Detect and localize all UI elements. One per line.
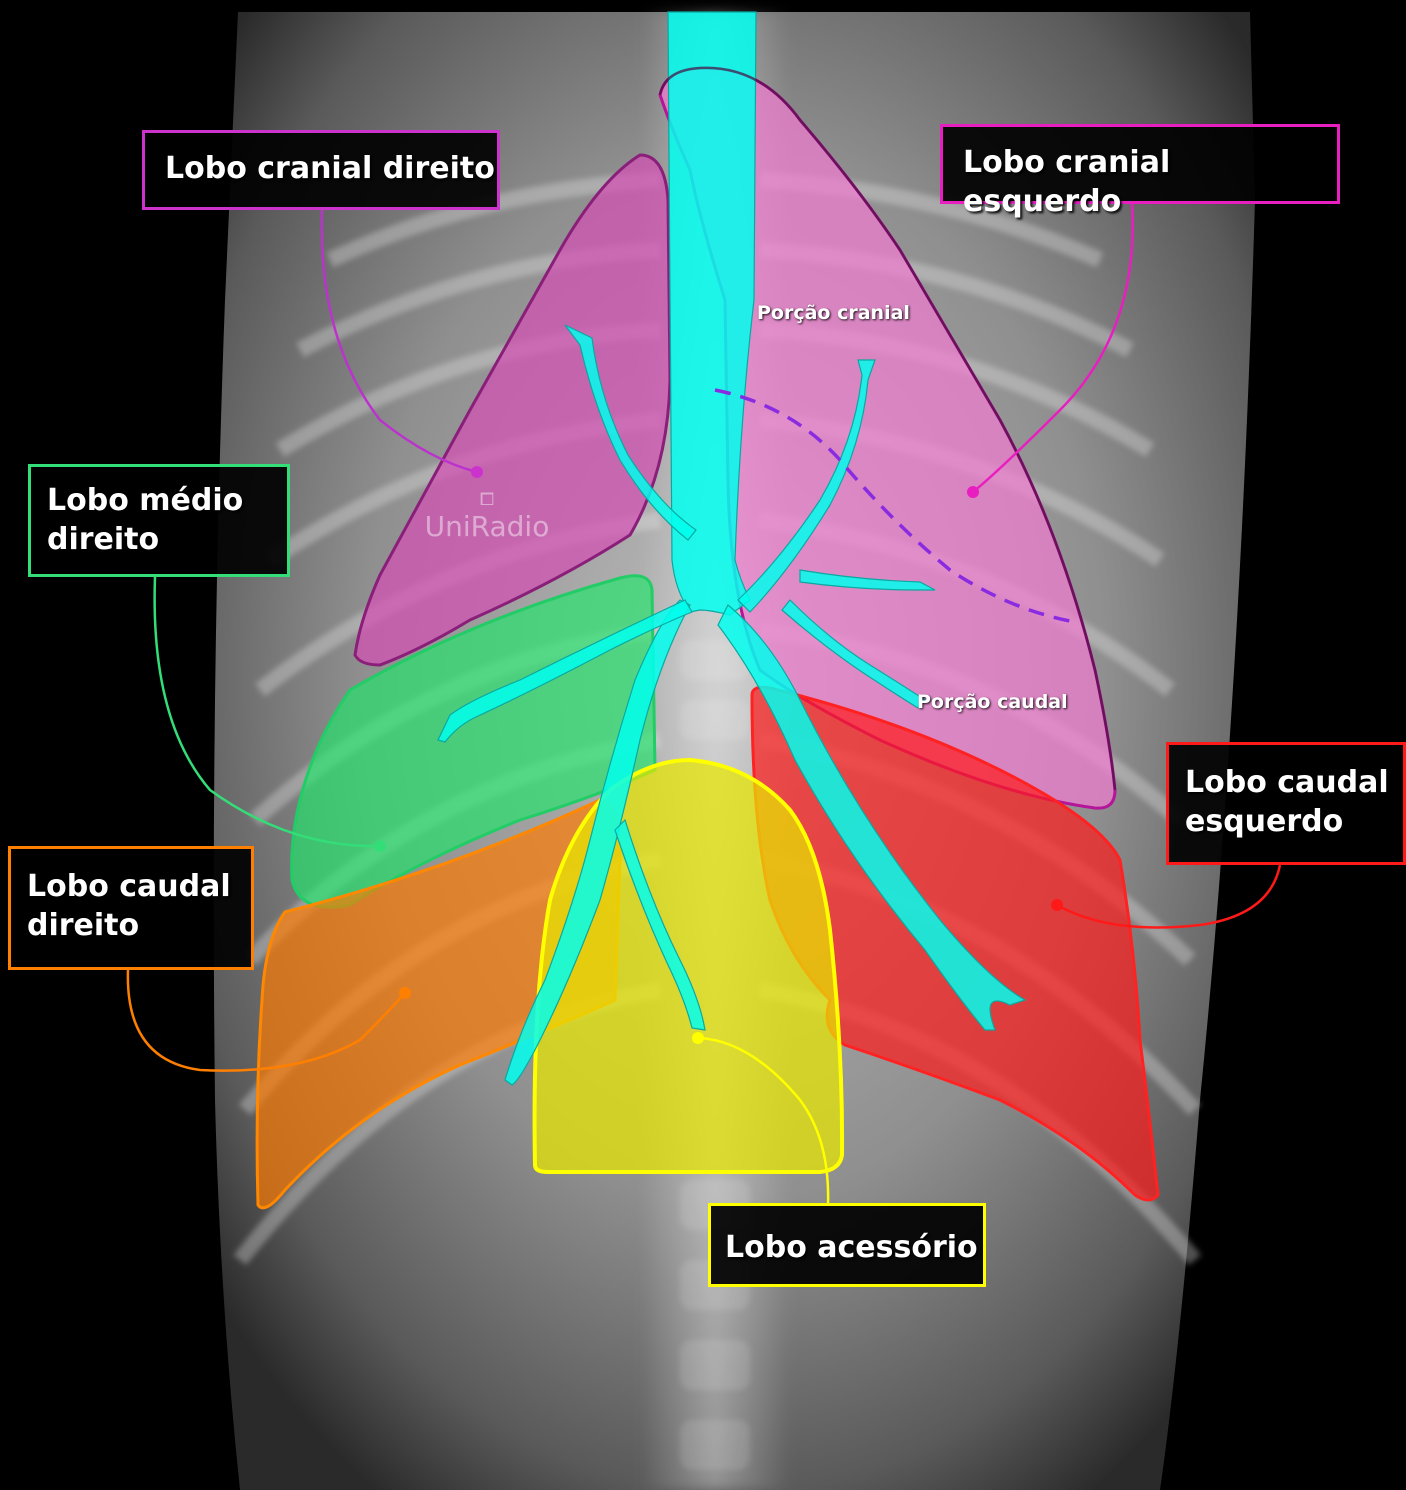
label-accessory: Lobo acessório (708, 1203, 986, 1287)
label-cranial-right: Lobo cranial direito (142, 130, 500, 210)
label-cranial-portion: Porção cranial (757, 302, 910, 324)
label-caudal-left: Lobo caudal esquerdo (1166, 742, 1406, 865)
label-caudal-portion: Porção caudal (917, 691, 1068, 713)
label-cranial-left: Lobo cranial esquerdo (940, 124, 1340, 204)
label-middle-right: Lobo médio direito (28, 464, 290, 577)
uniradio-logo-icon: ⧠ (412, 490, 562, 510)
watermark-text: UniRadio (412, 510, 562, 543)
watermark-logo: ⧠ UniRadio (412, 490, 562, 543)
label-caudal-right: Lobo caudal direito (8, 846, 254, 970)
